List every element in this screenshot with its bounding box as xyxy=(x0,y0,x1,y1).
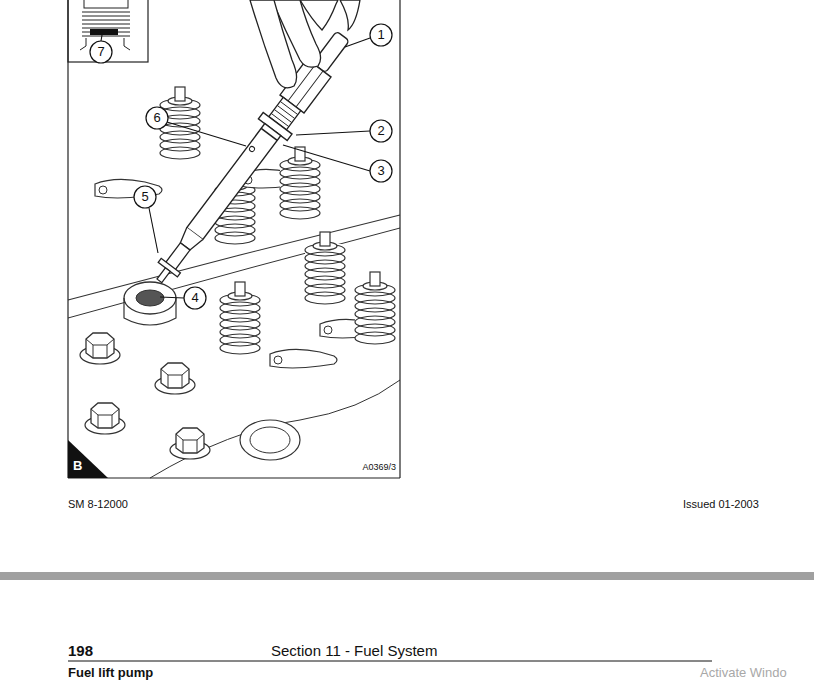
callout-number: 6 xyxy=(153,111,160,126)
callout-number: 7 xyxy=(97,45,104,60)
hand xyxy=(250,0,360,88)
watermark: Activate Windo xyxy=(700,666,787,681)
fuel-injector xyxy=(145,25,357,291)
page-number: 198 xyxy=(68,642,93,659)
subsection-title: Fuel lift pump xyxy=(68,666,153,681)
figure-code: A0369/3 xyxy=(362,462,396,472)
callout-number: 4 xyxy=(191,291,198,306)
head-hole xyxy=(240,420,300,460)
issue-date: Issued 01-2003 xyxy=(683,498,759,511)
callout-number: 5 xyxy=(141,190,148,205)
callout-number: 2 xyxy=(377,124,384,139)
manual-code: SM 8-12000 xyxy=(68,498,128,511)
header-rule xyxy=(68,661,712,662)
inset-detail xyxy=(68,0,148,62)
callout-circle xyxy=(90,24,392,309)
callout-number: 1 xyxy=(377,28,384,43)
page-separator xyxy=(0,572,814,580)
cylinder-head xyxy=(68,215,400,478)
view-letter: B xyxy=(73,459,82,474)
injector-bore xyxy=(124,282,176,325)
section-title: Section 11 - Fuel System xyxy=(271,642,437,659)
leader-line xyxy=(101,35,370,298)
figure-frame xyxy=(68,0,400,478)
callout-number: 3 xyxy=(377,164,384,179)
